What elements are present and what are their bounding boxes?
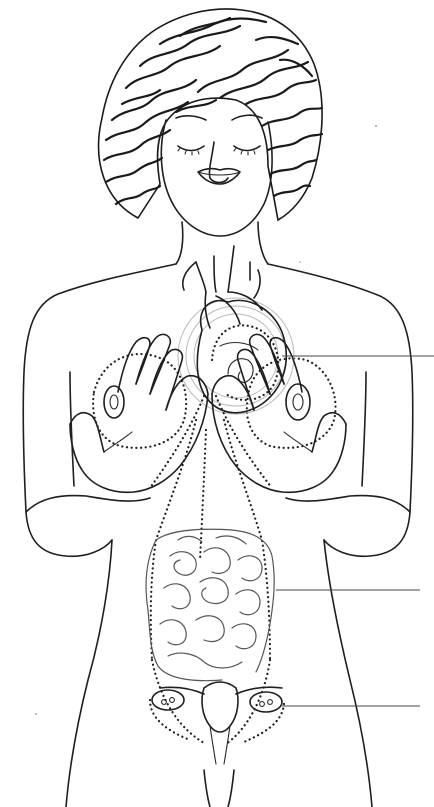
right-areola bbox=[286, 384, 310, 420]
left-eyebrow bbox=[176, 116, 206, 120]
nose bbox=[209, 142, 228, 183]
hair bbox=[99, 9, 322, 220]
scan-specks bbox=[35, 125, 377, 715]
left-closed-eye bbox=[178, 146, 204, 151]
energy-channels bbox=[150, 396, 272, 744]
right-closed-eye bbox=[234, 146, 260, 151]
heart bbox=[178, 246, 294, 414]
hands bbox=[70, 334, 346, 492]
right-ovary bbox=[250, 692, 282, 712]
uterus bbox=[202, 682, 238, 732]
reproductive-organs bbox=[150, 682, 284, 764]
aorta-left-branch bbox=[196, 262, 206, 292]
intestines bbox=[146, 529, 274, 680]
face bbox=[161, 115, 272, 236]
left-areola bbox=[104, 386, 124, 418]
left-ovary bbox=[152, 690, 184, 710]
callout-lines bbox=[276, 356, 434, 706]
